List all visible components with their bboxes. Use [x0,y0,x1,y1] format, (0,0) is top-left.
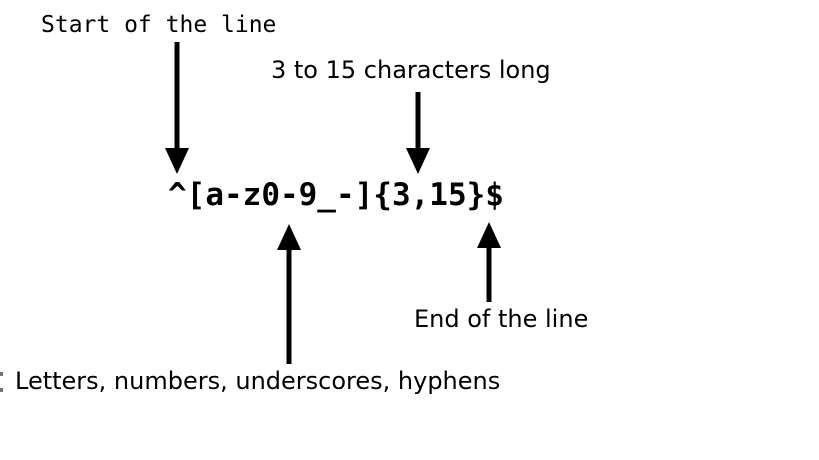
arrow-down-length-quantifier [406,92,430,174]
arrow-up-character-class [277,224,301,364]
annotation-label-start-of-line: Start of the line [41,12,277,38]
regex-pattern-text: ^[a-z0-9_-]{3,15}$ [168,177,504,213]
annotation-label-end-of-line: End of the line [414,305,589,333]
clipped-glyph-fragment-lower [0,388,3,392]
annotation-label-character-class: Letters, numbers, underscores, hyphens [15,367,501,395]
annotation-label-length-quantifier: 3 to 15 characters long [271,56,551,84]
arrow-up-end-of-line [477,222,501,302]
clipped-glyph-fragment [0,372,3,376]
arrow-down-start-of-line [165,42,189,174]
